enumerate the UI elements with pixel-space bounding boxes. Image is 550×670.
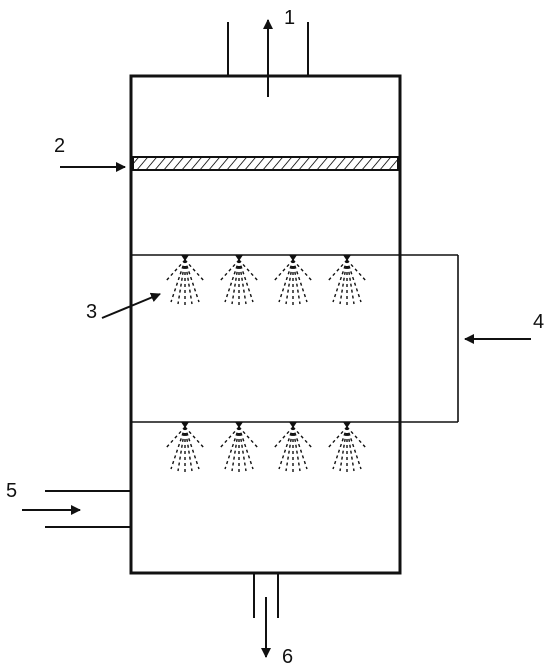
spray-nozzle <box>272 422 314 472</box>
liquid-outlet-pipe <box>253 573 279 618</box>
label-liquid-outlet: 6 <box>282 646 293 668</box>
spray-nozzle <box>164 422 206 472</box>
spray-header-piping <box>131 254 459 423</box>
top-outlet-pipe <box>227 22 309 76</box>
label-gas-outlet: 1 <box>284 7 295 29</box>
spray-nozzle <box>218 422 260 472</box>
gas-inlet-pipe <box>45 490 131 528</box>
upper-spray-nozzles <box>164 255 368 305</box>
label-gas-inlet: 5 <box>6 480 17 502</box>
spray-nozzle <box>164 255 206 305</box>
spray-nozzle <box>272 255 314 305</box>
label-liquid-inlet: 4 <box>533 311 544 333</box>
demister-layer <box>132 156 399 171</box>
label-spray-nozzles: 3 <box>86 301 97 323</box>
spray-nozzle <box>326 422 368 472</box>
column-vessel <box>129 74 402 575</box>
spray-nozzle <box>218 255 260 305</box>
spray-nozzle <box>326 255 368 305</box>
spray-nozzle-pointer-arrow <box>101 292 161 319</box>
lower-spray-nozzles <box>164 422 368 472</box>
label-demister-feed: 2 <box>54 135 65 157</box>
